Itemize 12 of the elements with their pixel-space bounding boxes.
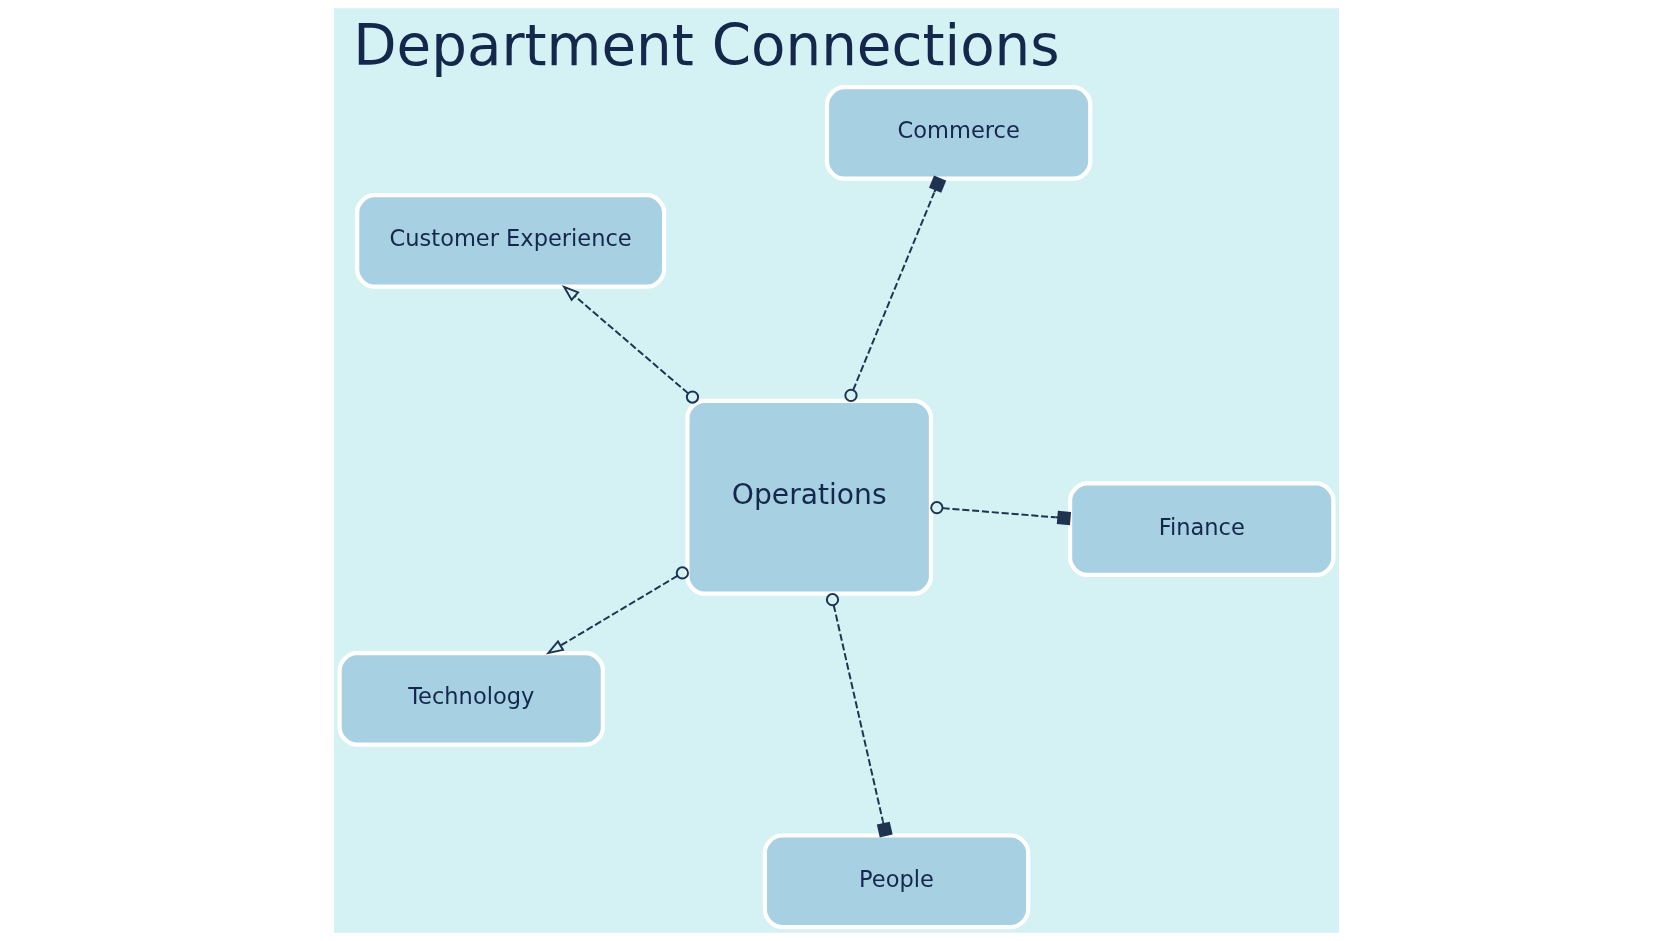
connector — [843, 175, 946, 402]
diagram-title: Department Connections — [352, 12, 1060, 78]
node-box: People — [762, 833, 1030, 930]
node-box: Commerce — [824, 85, 1092, 181]
node-box: Operations — [684, 398, 933, 596]
connector — [929, 501, 1071, 526]
node-box: Finance — [1067, 481, 1335, 578]
arrow — [545, 566, 689, 655]
connector — [825, 593, 893, 838]
node-box: Technology — [337, 651, 605, 747]
arrow — [561, 284, 699, 404]
node-box: Customer Experience — [354, 193, 666, 289]
